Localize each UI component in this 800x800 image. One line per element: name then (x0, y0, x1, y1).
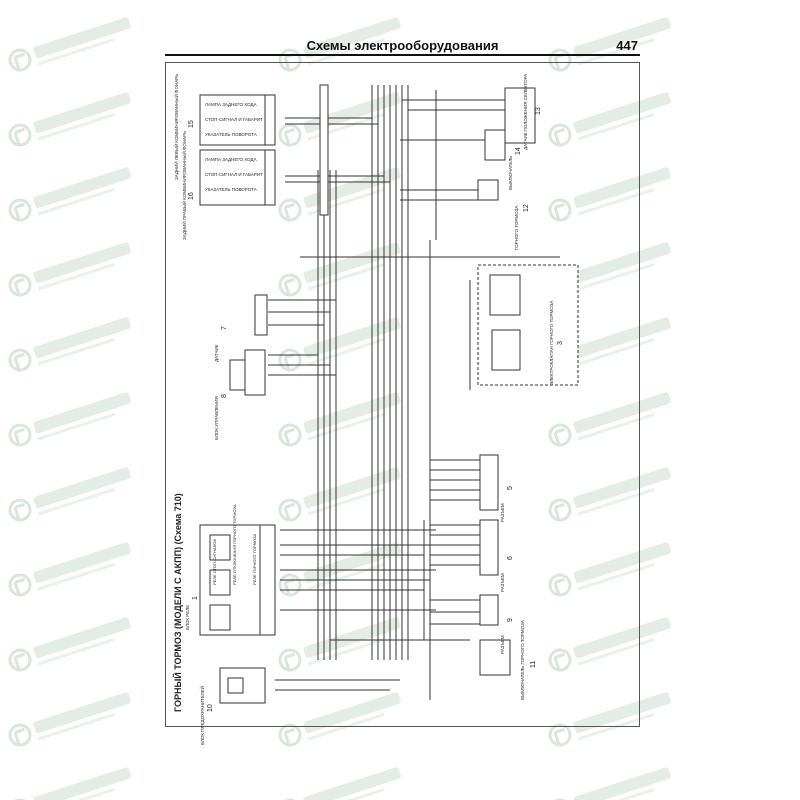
watermark-logo (548, 92, 671, 147)
component-name: РАЗЪЕМ (500, 635, 505, 654)
component-box (479, 594, 499, 626)
watermark-logo (8, 167, 131, 222)
watermark-logo (8, 767, 131, 800)
component-number: 13 (535, 107, 542, 115)
component-part: РЕЛЕ СТОП-СИГНАЛОВ (212, 539, 217, 585)
component-name: РАЗЪЕМ (500, 573, 505, 592)
component-number: 11 (530, 661, 537, 668)
component-box (199, 94, 266, 146)
component-part: РЕЛЕ ГОРНОГО ТОРМОЗА (252, 534, 257, 585)
component-name: ДАТЧИК ПОЛОЖЕНИЯ СЕЛЕКТОРА (523, 74, 528, 150)
watermark-logo (278, 242, 401, 297)
watermark-logo (278, 17, 401, 72)
component-number: 5 (507, 486, 514, 490)
component-box (491, 329, 521, 371)
watermark-logo (8, 392, 131, 447)
watermark-logo (548, 467, 671, 522)
watermark-logo (548, 617, 671, 672)
component-number: 7 (221, 326, 228, 330)
component-name: РАЗЪЕМ (500, 503, 505, 522)
watermark-logo (278, 317, 401, 372)
watermark-logo (8, 542, 131, 597)
component-box (229, 359, 246, 391)
component-name: ДАТЧИК (214, 344, 219, 362)
watermark-logo (8, 92, 131, 147)
component-name: ГОРНОГО ТОРМОЗА (514, 206, 519, 250)
watermark-logo (8, 317, 131, 372)
component-number: 6 (507, 556, 514, 560)
component-box (479, 519, 499, 576)
component-box (227, 677, 244, 694)
wires (268, 85, 560, 700)
watermark-logo (8, 242, 131, 297)
component-box (209, 569, 231, 596)
component-box (244, 349, 266, 396)
section-title: Схемы электрооборудования (306, 38, 499, 53)
component-name: ЗАДНИЙ ПРАВЫЙ КОМБИНИРОВАННЫЙ ФОНАРЬ (180, 131, 187, 240)
component-box (504, 87, 536, 144)
watermark-logo (278, 392, 401, 447)
component-box (199, 149, 266, 206)
component-number: 9 (507, 618, 514, 622)
component-box (264, 149, 276, 206)
component-name: БЛОК РЕЛЕ (185, 605, 190, 630)
component-box (259, 524, 276, 636)
component-part: РЕЛЕ ОТКЛЮЧЕНИЯ ГОРНОГО ТОРМОЗА (232, 504, 237, 585)
component-number: 16 (188, 192, 195, 200)
watermark-logo (548, 167, 671, 222)
component-box (264, 94, 276, 146)
component-name: ЗАДНИЙ ЛЕВЫЙ КОМБИНИРОВАННЫЙ ФОНАРЬ (172, 74, 179, 180)
component-number: 12 (523, 204, 530, 212)
component-name: ВЫКЛЮЧАТЕЛЬ ГОРНОГО ТОРМОЗА (520, 620, 525, 700)
component-number: 8 (221, 394, 228, 398)
component-box (484, 129, 506, 161)
component-number: 3 (557, 341, 564, 345)
component-box (319, 84, 329, 216)
component-boxes (199, 84, 579, 704)
page-number: 447 (616, 38, 638, 53)
component-part: СТОП-СИГНАЛ И ГАБАРИТ (205, 117, 263, 122)
component-name: БЛОК ПРЕДОХРАНИТЕЛЕЙ (198, 686, 205, 745)
component-number: 15 (188, 120, 195, 128)
watermark-logo (548, 392, 671, 447)
component-name: ВЫКЛЮЧАТЕЛЬ (508, 156, 513, 190)
watermark-logo (548, 542, 671, 597)
component-box (489, 274, 521, 316)
component-box (209, 604, 231, 631)
watermark-logo (8, 617, 131, 672)
watermark-logo (278, 617, 401, 672)
diagram-title: ГОРНЫЙ ТОРМОЗ (МОДЕЛИ С АКПП) (Схема 710… (172, 493, 183, 712)
watermark-logo (548, 767, 671, 800)
watermark-logo (8, 17, 131, 72)
component-part: УКАЗАТЕЛЬ ПОВОРОТА (205, 132, 257, 137)
page-header: Схемы электрооборудования 447 (165, 38, 640, 56)
watermark-logo (278, 467, 401, 522)
component-name: БЛОК УПРАВЛЕНИЯ (214, 396, 219, 440)
component-box (254, 294, 268, 336)
component-box (479, 454, 499, 511)
component-number: 14 (515, 147, 522, 155)
component-part: ЛАМПА ЗАДНЕГО ХОДА (205, 157, 257, 162)
component-box (477, 179, 499, 201)
component-part: УКАЗАТЕЛЬ ПОВОРОТА (205, 187, 257, 192)
component-number: 1 (192, 596, 199, 600)
watermark-logo (8, 692, 131, 747)
watermark-logo (278, 767, 401, 800)
component-box (209, 534, 231, 561)
component-name: ЭЛЕКТРОКЛАПАН ГОРНОГО ТОРМОЗА (549, 301, 554, 385)
component-part: ЛАМПА ЗАДНЕГО ХОДА (205, 102, 257, 107)
diagram-frame (165, 62, 640, 727)
component-part: СТОП-СИГНАЛ И ГАБАРИТ (205, 172, 263, 177)
component-box (479, 639, 511, 676)
watermark-logo (8, 467, 131, 522)
component-number: 10 (207, 704, 214, 712)
